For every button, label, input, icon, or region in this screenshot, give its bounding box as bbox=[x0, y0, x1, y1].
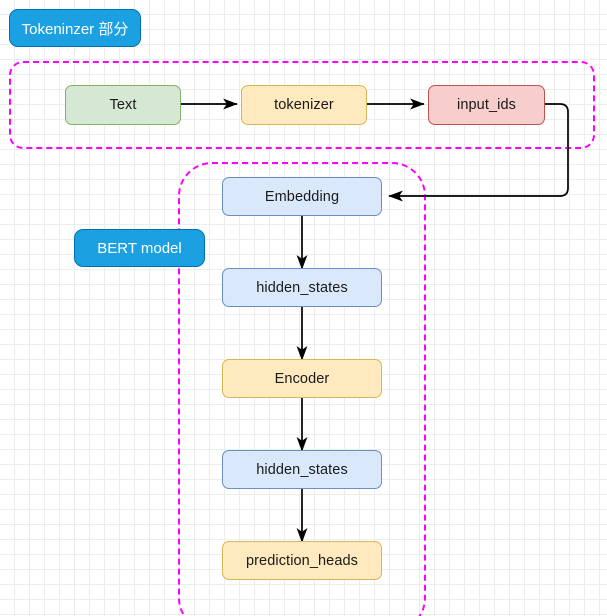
node-tokenizer[interactable]: tokenizer bbox=[241, 85, 367, 125]
node-embedding-label: Embedding bbox=[264, 188, 340, 205]
node-input-ids-label: input_ids bbox=[457, 97, 516, 113]
node-embedding[interactable]: Embedding bbox=[222, 177, 382, 216]
node-prediction-heads-label: prediction_heads bbox=[245, 552, 359, 569]
node-hidden-states-1-label: hidden_states bbox=[256, 279, 348, 296]
group-label-bert-model-text: BERT model bbox=[97, 239, 182, 257]
group-label-tokenizer-text: Tokeninzer 部分 bbox=[21, 20, 129, 38]
node-tokenizer-label: tokenizer bbox=[274, 97, 334, 113]
group-region-bert-model[interactable] bbox=[178, 162, 426, 616]
group-region-tokenizer[interactable] bbox=[9, 61, 595, 149]
node-prediction-heads[interactable]: prediction_heads bbox=[222, 541, 382, 580]
node-input-ids[interactable]: input_ids bbox=[428, 85, 545, 125]
node-text-label: Text bbox=[109, 97, 137, 113]
group-label-tokenizer[interactable]: Tokeninzer 部分 bbox=[9, 9, 141, 47]
node-encoder-label: Encoder bbox=[274, 370, 330, 387]
node-encoder[interactable]: Encoder bbox=[222, 359, 382, 398]
node-hidden-states-1[interactable]: hidden_states bbox=[222, 268, 382, 307]
group-label-bert-model[interactable]: BERT model bbox=[74, 229, 205, 267]
node-text[interactable]: Text bbox=[65, 85, 181, 125]
node-hidden-states-2[interactable]: hidden_states bbox=[222, 450, 382, 489]
node-hidden-states-2-label: hidden_states bbox=[256, 461, 348, 478]
